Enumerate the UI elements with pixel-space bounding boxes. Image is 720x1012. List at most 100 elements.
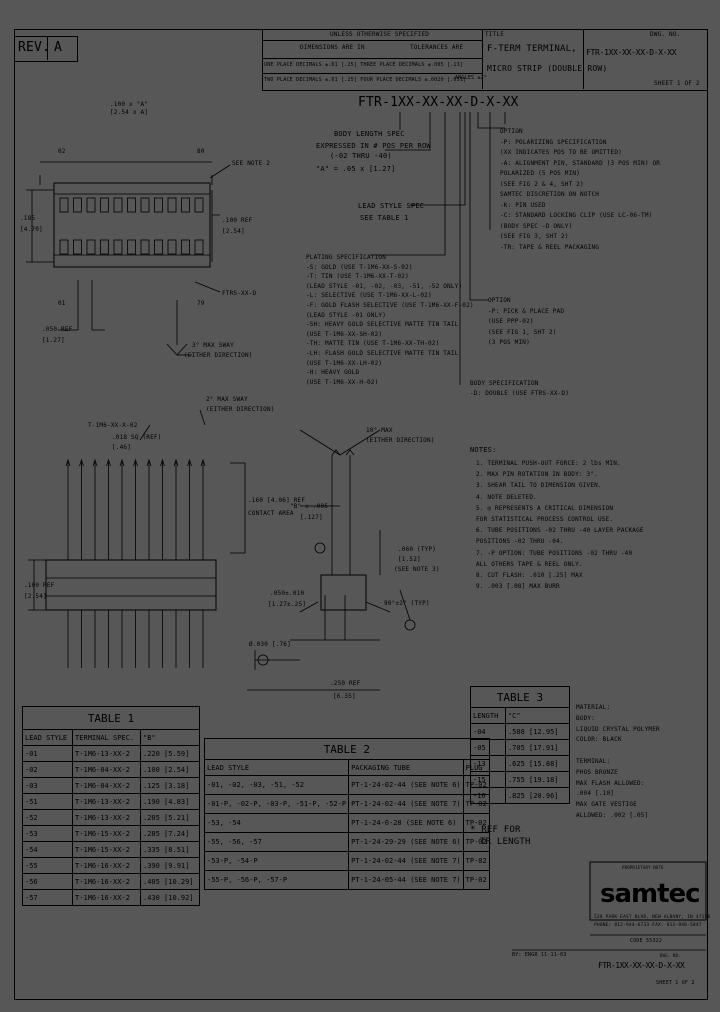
- dim-050: .050±.010: [270, 590, 305, 597]
- note-line: 9. .003 [.08] MAX BURR: [476, 583, 560, 591]
- table-cell: .285 [7.24]: [139, 825, 201, 842]
- table-cell: .190 [4.83]: [139, 793, 201, 810]
- table-header-cell: "B": [139, 729, 201, 746]
- option-line: (BODY SPEC -D ONLY): [500, 222, 573, 230]
- sway2: 2° MAX SWAY: [206, 396, 248, 403]
- pin-top: [73, 197, 82, 213]
- see-note3: (SEE NOTE 3): [394, 566, 440, 573]
- table-cell: -01: [21, 745, 74, 762]
- table-cell: -53-P, -54-P: [203, 851, 350, 871]
- table-cell: TP-02: [462, 870, 490, 890]
- table2-title: TABLE 2: [204, 738, 490, 760]
- table-cell: .125 [3.18]: [139, 777, 201, 794]
- option2-line: -P: PICK & PLACE PAD: [488, 307, 565, 315]
- title-label: TITLE: [485, 31, 505, 38]
- option-line: (XX INDICATES POS TO BE OMITTED): [500, 149, 622, 156]
- samtec-dwg-label: DWG. NO.: [660, 953, 681, 958]
- option-line: OPTION: [500, 128, 523, 135]
- samtec-sheet: SHEET 1 OF 2: [656, 980, 695, 986]
- plating-line: -LH: FLASH GOLD SELECTIVE MATTE TIN TAIL: [306, 350, 459, 357]
- option2-line: (3 POS MIN): [488, 339, 530, 346]
- plating-line: -T: TIN (USE T-1M6-XX-T-02): [306, 273, 409, 281]
- pin-79: 79: [197, 300, 205, 307]
- plating-line: -F: GOLD FLASH SELECTIVE (USE T-1M6-XX-F…: [306, 302, 474, 309]
- table-cell: -55: [21, 857, 74, 874]
- note-line: 2. MAX PIN ROTATION IN BODY: 3°.: [476, 471, 598, 479]
- material-line: .004 [.10]: [576, 790, 615, 798]
- table-cell: .430 [10.92]: [139, 889, 201, 906]
- table-cell: .390 [9.91]: [139, 857, 201, 874]
- table-cell: T-1M6-04-XX-2: [72, 761, 141, 778]
- pin-top: [127, 239, 136, 255]
- option-line: -K: PIN USED: [500, 201, 546, 209]
- table-cell: -13: [470, 755, 506, 772]
- table-cell: -05: [470, 739, 506, 756]
- tol-col1: DIMENSIONS ARE IN: [300, 44, 365, 51]
- table-cell: T-1M6-15-XX-2: [72, 825, 141, 842]
- table-cell: .508 [12.95]: [504, 723, 571, 740]
- table1-title: TABLE 1: [22, 706, 200, 730]
- table-cell: -52: [21, 809, 74, 826]
- table-cell: .335 [8.51]: [139, 841, 201, 858]
- pin-side: [65, 458, 71, 668]
- pin-top: [181, 197, 190, 213]
- material-line: MAX FLASH ALLOWED:: [576, 779, 645, 787]
- table-cell: -02: [21, 761, 74, 778]
- material-line: MATERIAL:: [576, 704, 611, 711]
- pin-top: [100, 239, 109, 255]
- table3-foot1: * REF FOR: [470, 825, 521, 835]
- dim-030: Ø.030 [.76]: [249, 641, 291, 648]
- pin-side: [79, 458, 84, 668]
- dwg-no: FTR-1XX-XX-XX-D-X-XX: [586, 48, 677, 57]
- dim-250mm: [6.35]: [333, 693, 356, 700]
- dim-060mm: [1.52]: [398, 556, 421, 563]
- plating-line: -S: GOLD (USE T-1M6-XX-S-02): [306, 263, 413, 271]
- lead-style-spec: LEAD STYLE SPEC: [358, 202, 425, 210]
- t1m6-label: T-1M6-XX-X-02: [88, 422, 138, 429]
- tol-row2: TWO PLACE DECIMALS ±.01 [.25] FOUR PLACE…: [264, 77, 467, 83]
- dim-b: "B" ± .005: [290, 503, 329, 510]
- title-line2: MICRO STRIP (DOUBLE ROW): [487, 64, 608, 73]
- table-cell: -15: [470, 771, 506, 788]
- see-table1: SEE TABLE 1: [360, 214, 409, 222]
- proprietary-note: PROPRIETARY NOTE: [622, 865, 664, 870]
- table-cell: T-1M6-13-XX-2: [72, 809, 141, 826]
- contact-dim: .160 [4.06] REF: [248, 497, 306, 504]
- table-cell: .220 [5.59]: [139, 745, 201, 762]
- table-row: -04.508 [12.95]: [470, 723, 571, 740]
- rev-box: [14, 36, 78, 62]
- table3-foot2: TR LENGTH: [480, 837, 531, 847]
- option-line: -P: POLARIZING SPECIFICATION: [500, 138, 607, 146]
- plating-line: PLATING SPECIFICATION: [306, 254, 387, 261]
- sway10-either: (EITHER DIRECTION): [366, 437, 435, 444]
- material-line: TERMINAL:: [576, 758, 611, 765]
- table-cell: -03: [21, 777, 74, 794]
- dim-050mm: [1.27±.25]: [268, 601, 307, 608]
- table-cell: -51: [21, 793, 74, 810]
- table-cell: PT-1-24-02-44 (SEE NOTE 7): [348, 794, 464, 814]
- pin-side: [160, 458, 165, 668]
- note-line: 7. -P OPTION: TUBE POSITIONS -02 THRU -4…: [476, 549, 633, 557]
- table-cell: PT-1-24-29-29 (SEE NOTE 6): [348, 832, 464, 852]
- material-line: BODY:: [576, 714, 596, 722]
- material-line: MAX GATE VESTIGE: [576, 801, 637, 809]
- pin-top: [140, 239, 150, 255]
- expressed-pos: EXPRESSED IN # POS PER ROW: [316, 142, 431, 150]
- option2-line: OPTION: [488, 297, 511, 304]
- table-header-cell: LENGTH: [470, 707, 506, 724]
- a-formula: "A" = .05 x [1.27]: [316, 165, 396, 173]
- table-cell: -16: [470, 787, 506, 804]
- table-row: -16.825 [20.96]: [470, 787, 571, 804]
- table3: TABLE 3 LENGTH"C" -04.508 [12.95]-05.705…: [470, 686, 571, 804]
- sheet-no: SHEET 1 OF 2: [654, 80, 700, 87]
